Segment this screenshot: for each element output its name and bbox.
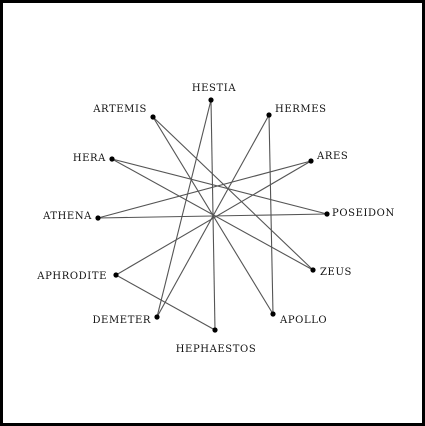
node-apollo bbox=[270, 311, 276, 317]
node-hephaestos bbox=[212, 327, 218, 333]
node-group bbox=[95, 97, 330, 333]
label-hestia: HESTIA bbox=[192, 83, 236, 94]
label-poseidon: POSEIDON bbox=[332, 208, 395, 219]
label-hephaestos: HEPHAESTOS bbox=[176, 344, 257, 355]
edge-hestia-demeter bbox=[156, 99, 212, 318]
node-aphrodite bbox=[113, 272, 119, 278]
node-hera bbox=[109, 156, 115, 162]
label-apollo: APOLLO bbox=[279, 315, 327, 326]
label-aphrodite: APHRODITE bbox=[36, 271, 107, 282]
edge-poseidon-athena bbox=[97, 213, 328, 219]
label-hermes: HERMES bbox=[275, 104, 327, 115]
edge-ares-athena bbox=[97, 160, 312, 219]
node-ares bbox=[308, 158, 314, 164]
label-hera: HERA bbox=[73, 153, 106, 164]
label-group: HESTIA HERMES ARES POSEIDON ZEUS APOLLO … bbox=[36, 83, 395, 355]
node-artemis bbox=[150, 114, 156, 120]
edge-apollo-artemis bbox=[152, 116, 274, 315]
label-zeus: ZEUS bbox=[320, 267, 352, 278]
node-zeus bbox=[310, 267, 316, 273]
node-athena bbox=[95, 215, 101, 221]
edge-poseidon-hera bbox=[111, 158, 328, 215]
edge-group bbox=[97, 99, 328, 331]
edge-ares-aphrodite bbox=[115, 160, 312, 276]
node-demeter bbox=[154, 314, 160, 320]
node-hermes bbox=[266, 112, 272, 118]
label-demeter: DEMETER bbox=[92, 315, 151, 326]
label-artemis: ARTEMIS bbox=[92, 104, 147, 115]
label-ares: ARES bbox=[316, 151, 348, 162]
label-athena: ATHENA bbox=[42, 211, 92, 222]
edge-zeus-artemis bbox=[152, 116, 314, 271]
node-poseidon bbox=[324, 211, 330, 217]
edge-aphrodite-hephaestos bbox=[115, 274, 216, 331]
node-hestia bbox=[208, 97, 214, 103]
